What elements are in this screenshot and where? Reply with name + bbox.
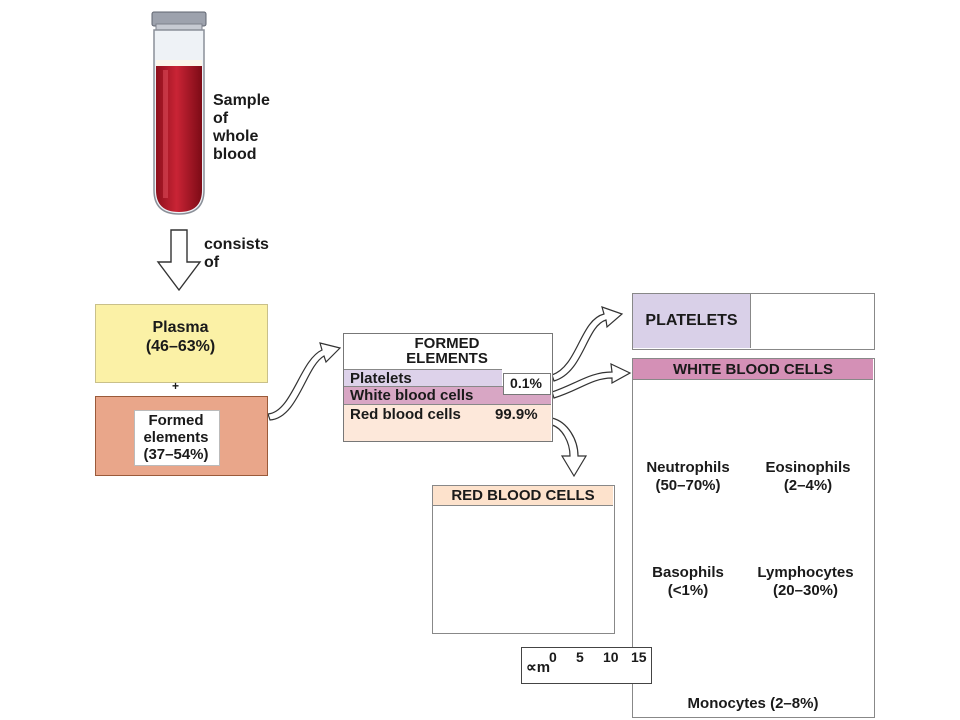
platelets-panel-title: PLATELETS	[645, 312, 738, 329]
red-blood-cells-percent: 99.9%	[495, 406, 538, 423]
plus-sign: +	[172, 379, 180, 393]
white-blood-cells-panel-title: WHITE BLOOD CELLS	[673, 361, 833, 378]
curved-arrow-icon	[551, 362, 632, 399]
plasma-box	[95, 304, 268, 383]
formed-label-background	[134, 410, 220, 466]
platelets-panel-header	[633, 294, 751, 348]
neutrophils-label: Neutrophils (50–70%)	[646, 459, 730, 494]
scale-unit: ∝m	[526, 659, 551, 676]
combined-percent: 0.1%	[510, 375, 542, 391]
red-blood-cells-row	[344, 404, 551, 441]
scale-tick-label: 5	[576, 649, 584, 665]
formed-elements-label: Formed elements (37–54%)	[143, 412, 209, 463]
white-blood-cells-row-label: White blood cells	[350, 387, 474, 404]
arrow-caption: consists of	[204, 236, 269, 271]
scale-tick-label: 15	[631, 649, 647, 665]
formed-elements-title: FORMED ELEMENTS	[406, 335, 488, 367]
monocytes-label: Monocytes (2–8%)	[687, 695, 819, 712]
basophils-label: Basophils (<1%)	[652, 564, 724, 599]
combined-percent-box	[503, 373, 551, 395]
white-blood-cells-panel-header	[633, 359, 873, 380]
red-blood-cells-panel-header	[433, 486, 613, 506]
red-blood-cells-panel	[432, 485, 615, 634]
red-blood-cells-panel-title: RED BLOOD CELLS	[451, 487, 595, 504]
curved-arrow-icon	[267, 342, 342, 421]
down-arrow-icon	[156, 229, 202, 292]
platelets-row	[344, 369, 502, 387]
curved-arrow-icon	[551, 417, 588, 478]
white-blood-cells-row	[344, 386, 551, 405]
blood-tube-icon	[151, 11, 207, 215]
scale-tick-label: 0	[549, 649, 557, 665]
scale-tick-label: 10	[603, 649, 619, 665]
eosinophils-label: Eosinophils (2–4%)	[765, 459, 851, 494]
white-blood-cells-panel	[632, 358, 875, 718]
platelets-row-label: Platelets	[350, 370, 412, 387]
scale-box	[521, 647, 652, 684]
tube-caption: Sample of whole blood	[213, 92, 270, 163]
plasma-label: Plasma (46–63%)	[145, 319, 216, 355]
curved-arrow-icon	[551, 306, 624, 382]
red-blood-cells-row-label: Red blood cells	[350, 406, 461, 423]
lymphocytes-label: Lymphocytes (20–30%)	[757, 564, 854, 599]
